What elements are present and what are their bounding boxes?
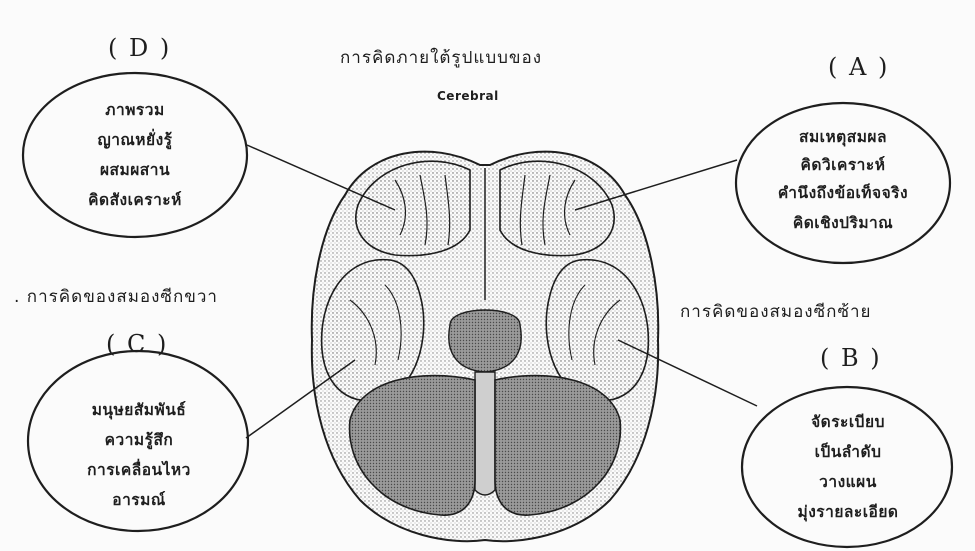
quadrant-a-letter: ( A ) [828, 53, 889, 81]
quadrant-b-letter: ( B ) [820, 344, 882, 372]
diagram-title: การคิดภายใต้รูปแบบของ [340, 44, 542, 71]
right-brain-caption: . การคิดของสมองซีกขวา [14, 283, 218, 310]
bubble-a-line: คิดวิเคราะห์ [740, 152, 946, 177]
bubble-c-line: ความรู้สึก [34, 427, 244, 452]
medulla [475, 372, 495, 495]
bubble-a-line: คิดเชิงปริมาณ [740, 210, 946, 235]
bubble-a: สมเหตุสมผล คิดวิเคราะห์ คำนึงถึงข้อเท็จจ… [740, 122, 946, 247]
quadrant-c-letter: ( C ) [106, 330, 168, 358]
bubble-d-line: ญาณหยั่งรู้ [30, 127, 240, 152]
bubble-d-line: ภาพรวม [30, 97, 240, 122]
bubble-b-line: มุ่งรายละเอียด [746, 499, 950, 524]
bubble-a-line: คำนึงถึงข้อเท็จจริง [740, 180, 946, 205]
bubble-b-line: เป็นลำดับ [746, 439, 950, 464]
bubble-d-line: คิดสังเคราะห์ [30, 187, 240, 212]
bubble-b-line: วางแผน [746, 469, 950, 494]
quadrant-d-letter: ( D ) [108, 34, 171, 62]
bubble-d-line: ผสมผสาน [30, 157, 240, 182]
bubble-b: จัดระเบียบ เป็นลำดับ วางแผน มุ่งรายละเอี… [746, 405, 950, 535]
bubble-c-line: มนุษยสัมพันธ์ [34, 397, 244, 422]
bubble-c: มนุษยสัมพันธ์ ความรู้สึก การเคลื่อนไหว อ… [34, 375, 244, 510]
diagram-subtitle: Cerebral [437, 89, 499, 103]
bubble-b-line: จัดระเบียบ [746, 409, 950, 434]
left-brain-caption: การคิดของสมองซีกซ้าย [680, 298, 871, 325]
pons [449, 310, 521, 372]
bubble-a-line: สมเหตุสมผล [740, 124, 946, 149]
bubble-c-line: อารมณ์ [34, 487, 244, 512]
bubble-c-line: การเคลื่อนไหว [34, 457, 244, 482]
bubble-d: ภาพรวม ญาณหยั่งรู้ ผสมผสาน คิดสังเคราะห์ [30, 95, 240, 220]
